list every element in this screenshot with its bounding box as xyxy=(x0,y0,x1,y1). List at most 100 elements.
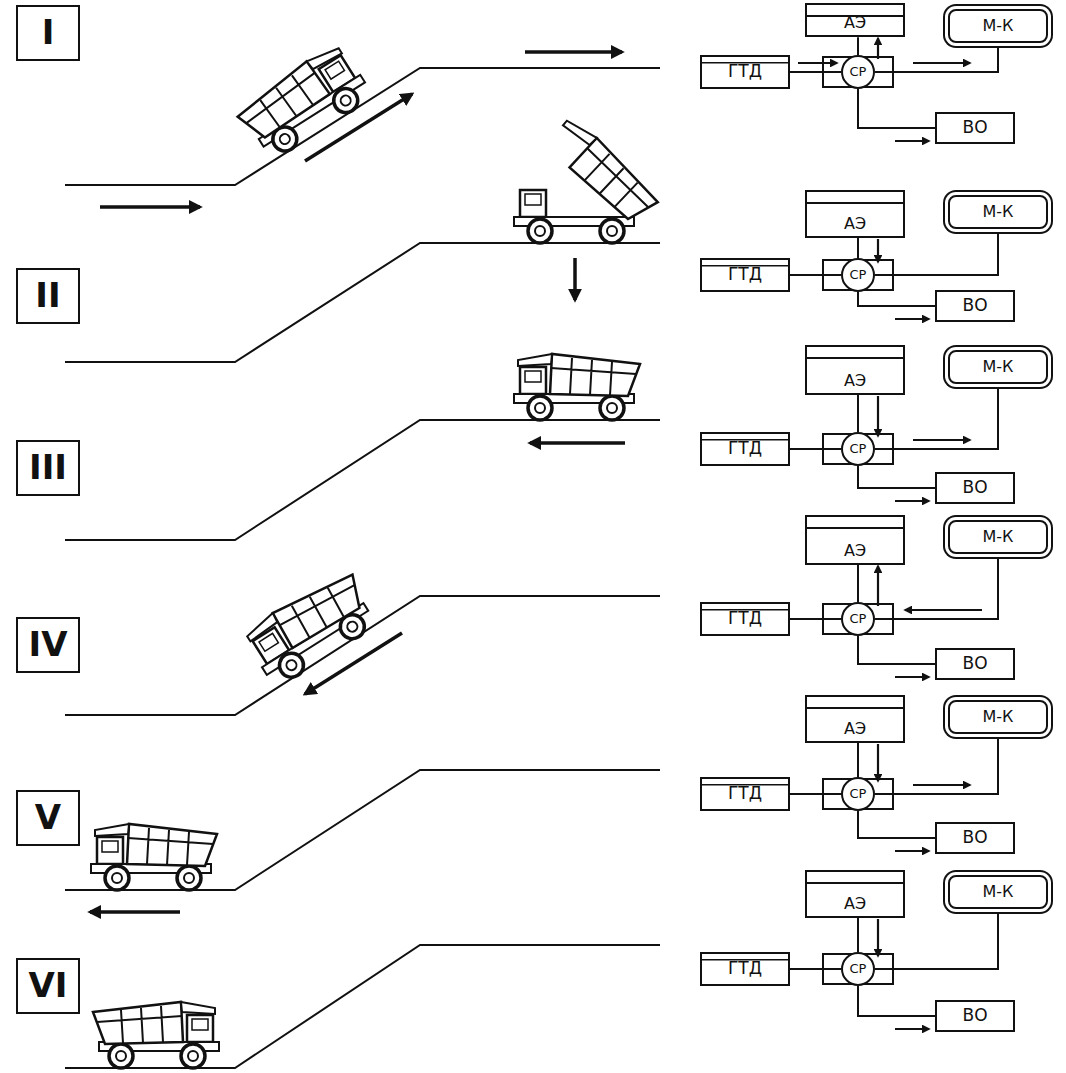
node-label: ВО xyxy=(962,296,987,316)
connector-line xyxy=(790,71,841,73)
connector-line xyxy=(857,743,859,777)
node-label: СР xyxy=(850,787,867,802)
flow-arrow xyxy=(798,62,837,64)
connector-line xyxy=(858,986,935,1016)
stage-number: V xyxy=(16,790,80,846)
stage-number: III xyxy=(16,440,80,496)
connector-line xyxy=(858,811,935,838)
node-label: АЭ xyxy=(844,215,866,233)
node-label: АЭ xyxy=(844,14,866,32)
connector-line xyxy=(857,238,859,258)
auxiliary-box: ВО xyxy=(935,1000,1015,1032)
node-label: ГТД xyxy=(728,62,762,82)
node-label: ВО xyxy=(962,1006,987,1026)
flow-arrow xyxy=(905,609,982,611)
node-label: СР xyxy=(850,442,867,457)
connector-line xyxy=(858,466,935,488)
node-label: АЭ xyxy=(844,372,866,390)
reducer-circle: СР xyxy=(841,432,875,466)
connector-line xyxy=(857,565,859,602)
flow-arrow xyxy=(913,439,970,441)
flow-arrow xyxy=(877,566,879,606)
stage-number: I xyxy=(16,5,80,61)
flow-arrow xyxy=(877,919,879,956)
turbine-box: ГТД xyxy=(700,602,790,636)
dump-truck xyxy=(232,41,374,164)
stage-number: IV xyxy=(16,617,80,673)
turbine-box: ГТД xyxy=(700,952,790,986)
node-label: СР xyxy=(850,268,867,283)
connector-line xyxy=(857,918,859,952)
flow-arrow xyxy=(895,850,929,852)
accumulator-box: АЭ xyxy=(805,190,905,238)
node-label: ВО xyxy=(962,118,987,138)
node-label: ГТД xyxy=(728,959,762,979)
connector-line xyxy=(790,793,841,795)
flow-arrow xyxy=(895,500,929,502)
motor-wheel-box: М-К xyxy=(948,195,1048,229)
node-label: СР xyxy=(850,65,867,80)
connector-line xyxy=(858,636,935,664)
node-label: VI xyxy=(29,966,68,1005)
motor-wheel-box: М-К xyxy=(948,700,1048,734)
accumulator-box: АЭ xyxy=(805,870,905,918)
node-label: ГТД xyxy=(728,784,762,804)
dump-truck xyxy=(93,1002,219,1068)
node-label: М-К xyxy=(983,528,1014,546)
connector-line xyxy=(790,448,841,450)
flow-arrow xyxy=(877,744,879,781)
accumulator-box: АЭ xyxy=(805,3,905,37)
reducer-circle: СР xyxy=(841,55,875,89)
flow-arrow xyxy=(913,784,970,786)
node-label: II xyxy=(35,276,60,315)
flow-arrow xyxy=(913,62,970,64)
motor-wheel-box: М-К xyxy=(948,520,1048,554)
accumulator-box: АЭ xyxy=(805,695,905,743)
motor-wheel-box: М-К xyxy=(948,9,1048,43)
flow-arrow xyxy=(895,1028,929,1030)
dump-truck xyxy=(241,566,383,689)
reducer-circle: СР xyxy=(841,258,875,292)
motion-arrow xyxy=(90,52,625,912)
connector-line xyxy=(790,968,841,970)
dump-truck xyxy=(514,354,640,420)
node-label: СР xyxy=(850,962,867,977)
stage-number: VI xyxy=(16,958,80,1014)
node-label: ГТД xyxy=(728,609,762,629)
turbine-box: ГТД xyxy=(700,55,790,89)
node-label: АЭ xyxy=(844,895,866,913)
auxiliary-box: ВО xyxy=(935,290,1015,322)
node-label: СР xyxy=(850,612,867,627)
turbine-box: ГТД xyxy=(700,777,790,811)
flow-arrow xyxy=(877,239,879,262)
connector-line xyxy=(790,618,841,620)
turbine-box: ГТД xyxy=(700,258,790,292)
node-label: АЭ xyxy=(844,720,866,738)
accumulator-box: АЭ xyxy=(805,345,905,395)
node-label: М-К xyxy=(983,883,1014,901)
node-label: М-К xyxy=(983,17,1014,35)
node-label: III xyxy=(29,448,67,487)
node-label: ГТД xyxy=(728,265,762,285)
node-label: АЭ xyxy=(844,542,866,560)
connector-line xyxy=(858,292,935,306)
node-label: М-К xyxy=(983,203,1014,221)
reducer-circle: СР xyxy=(841,602,875,636)
connector-line xyxy=(790,274,841,276)
turbine-box: ГТД xyxy=(700,432,790,466)
node-label: ВО xyxy=(962,828,987,848)
node-label: V xyxy=(35,798,61,837)
dump-truck xyxy=(91,824,217,890)
flow-arrow xyxy=(877,38,879,59)
road-profile xyxy=(65,68,660,1068)
connector-line xyxy=(875,909,998,969)
node-label: М-К xyxy=(983,358,1014,376)
node-label: ВО xyxy=(962,478,987,498)
connector-line xyxy=(857,37,859,55)
node-label: М-К xyxy=(983,708,1014,726)
flow-arrow xyxy=(895,140,929,142)
accumulator-box: АЭ xyxy=(805,515,905,565)
